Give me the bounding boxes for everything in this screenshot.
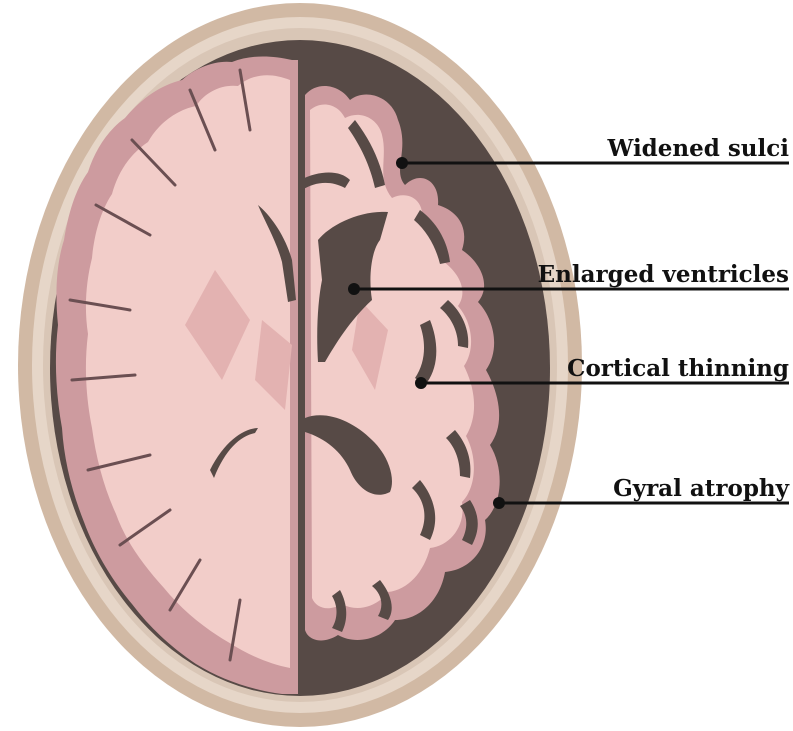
gyral-atrophy-label: Gyral atrophy [613,475,790,502]
cortical-thinning-label: Cortical thinning [567,355,789,382]
widened-sulci-label: Widened sulci [607,135,790,162]
enlarged-ventricles-label: Enlarged ventricles [538,261,789,288]
